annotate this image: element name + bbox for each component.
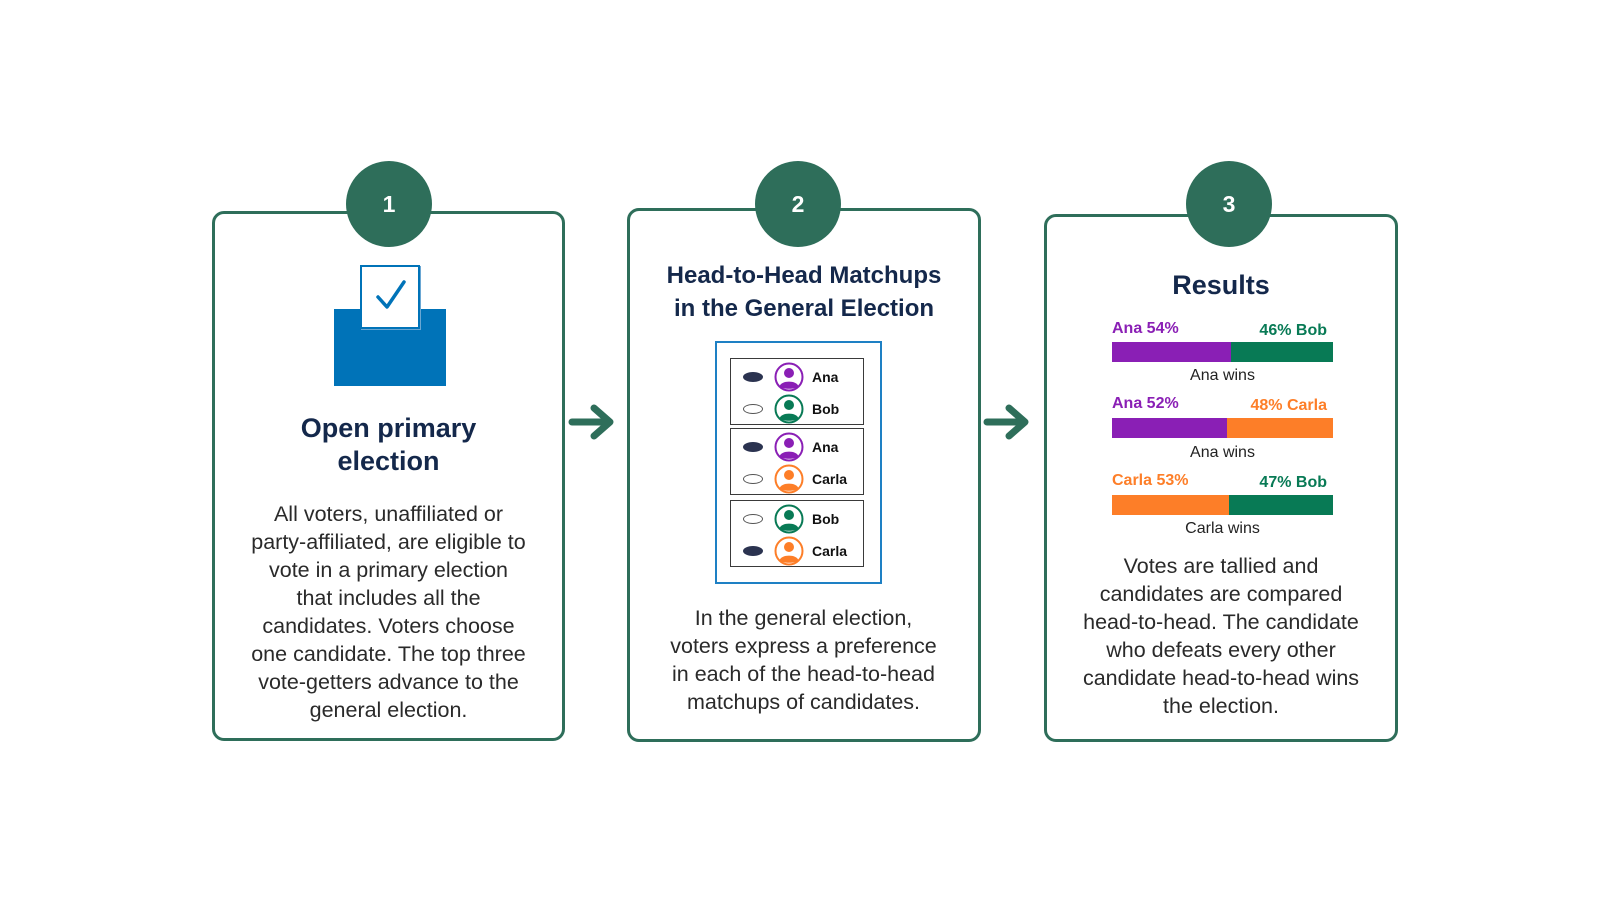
result-bar-left-segment — [1112, 495, 1230, 515]
desc-line: vote-getters advance to the — [258, 670, 519, 694]
desc-line: who defeats every other — [1106, 638, 1336, 662]
result-bar-right-segment — [1229, 495, 1333, 515]
ballot-row: Bob — [731, 393, 863, 425]
step-2-title: Head-to-Head Matchups in the General Ele… — [630, 259, 978, 325]
candidate-name: Bob — [812, 401, 840, 417]
desc-line: the election. — [1163, 694, 1279, 718]
person-icon — [774, 536, 804, 566]
step-1-title-line: election — [337, 446, 440, 476]
desc-line: candidates. Voters choose — [262, 614, 515, 638]
person-icon — [774, 504, 804, 534]
step-1-badge: 1 — [346, 161, 432, 247]
arrow-right-icon — [983, 404, 1029, 440]
ballot-row: Carla — [731, 463, 863, 495]
desc-line: vote in a primary election — [269, 558, 508, 582]
ballot-row: Bob — [731, 503, 863, 535]
desc-line: party-affiliated, are eligible to — [251, 530, 526, 554]
filled-oval-icon — [743, 546, 763, 556]
desc-line: that includes all the — [296, 586, 481, 610]
filled-oval-icon — [743, 442, 763, 452]
step-3-number: 3 — [1222, 190, 1236, 217]
result-bar — [1112, 495, 1333, 515]
desc-line: candidates are compared — [1099, 582, 1343, 606]
result-winner: Ana wins — [1190, 367, 1255, 384]
result-bar-right-segment — [1226, 418, 1333, 438]
empty-oval-icon — [743, 514, 763, 524]
result-bar — [1112, 418, 1333, 438]
desc-line: candidate head-to-head wins — [1082, 666, 1360, 690]
result-bar — [1112, 342, 1333, 362]
person-icon — [774, 394, 804, 424]
result-right-label: 48% Carla — [1250, 397, 1328, 414]
empty-oval-icon — [743, 474, 763, 484]
step-2-number: 2 — [791, 190, 805, 217]
desc-line: in each of the head-to-head — [672, 662, 935, 686]
step-1-number: 1 — [382, 190, 396, 217]
result-left-label: Ana 54% — [1112, 320, 1179, 337]
candidate-name: Ana — [812, 439, 839, 455]
result-bar-left-segment — [1112, 418, 1227, 438]
desc-line: All voters, unaffiliated or — [273, 502, 504, 526]
result-bar-left-segment — [1112, 342, 1232, 362]
candidate-name: Carla — [812, 543, 848, 559]
step-2-title-line: Head-to-Head Matchups — [666, 262, 942, 289]
candidate-name: Ana — [812, 369, 839, 385]
step-1-title: Open primary election — [215, 412, 562, 478]
result-left-label: Carla 53% — [1112, 472, 1189, 489]
step-2-description: In the general election, voters express … — [640, 604, 967, 716]
step-3-card: Results — [1044, 214, 1398, 742]
ballot-row: Carla — [731, 535, 863, 567]
arrow-right-icon — [568, 404, 614, 440]
step-1-title-line: Open primary — [300, 413, 477, 443]
desc-line: one candidate. The top three — [251, 642, 526, 666]
candidate-name: Bob — [812, 511, 840, 527]
desc-line: In the general election, — [694, 606, 913, 630]
filled-oval-icon — [743, 372, 763, 382]
result-bar-right-segment — [1231, 342, 1333, 362]
person-icon — [774, 362, 804, 392]
step-3-title: Results — [1172, 270, 1270, 300]
desc-line: matchups of candidates. — [686, 690, 921, 714]
desc-line: head-to-head. The candidate — [1083, 610, 1359, 634]
step-1-description: All voters, unaffiliated or party-affili… — [225, 500, 552, 724]
person-icon — [774, 464, 804, 494]
ballot-row: Ana — [731, 361, 863, 393]
desc-line: general election. — [309, 698, 468, 722]
ballot-row: Ana — [731, 431, 863, 463]
result-left-label: Ana 52% — [1112, 395, 1179, 412]
empty-oval-icon — [743, 404, 763, 414]
candidate-name: Carla — [812, 471, 848, 487]
result-winner: Ana wins — [1190, 444, 1255, 461]
step-2-title-line: in the General Election — [673, 295, 935, 322]
result-right-label: 47% Bob — [1259, 474, 1327, 491]
step-3-description: Votes are tallied and candidates are com… — [1057, 552, 1385, 720]
desc-line: voters express a preference — [670, 634, 937, 658]
result-right-label: 46% Bob — [1259, 322, 1327, 339]
result-winner: Carla wins — [1185, 520, 1260, 537]
desc-line: Votes are tallied and — [1123, 554, 1319, 578]
step-2-badge: 2 — [755, 161, 841, 247]
ballot-check-icon — [360, 265, 420, 329]
person-icon — [774, 432, 804, 462]
step-3-badge: 3 — [1186, 161, 1272, 247]
